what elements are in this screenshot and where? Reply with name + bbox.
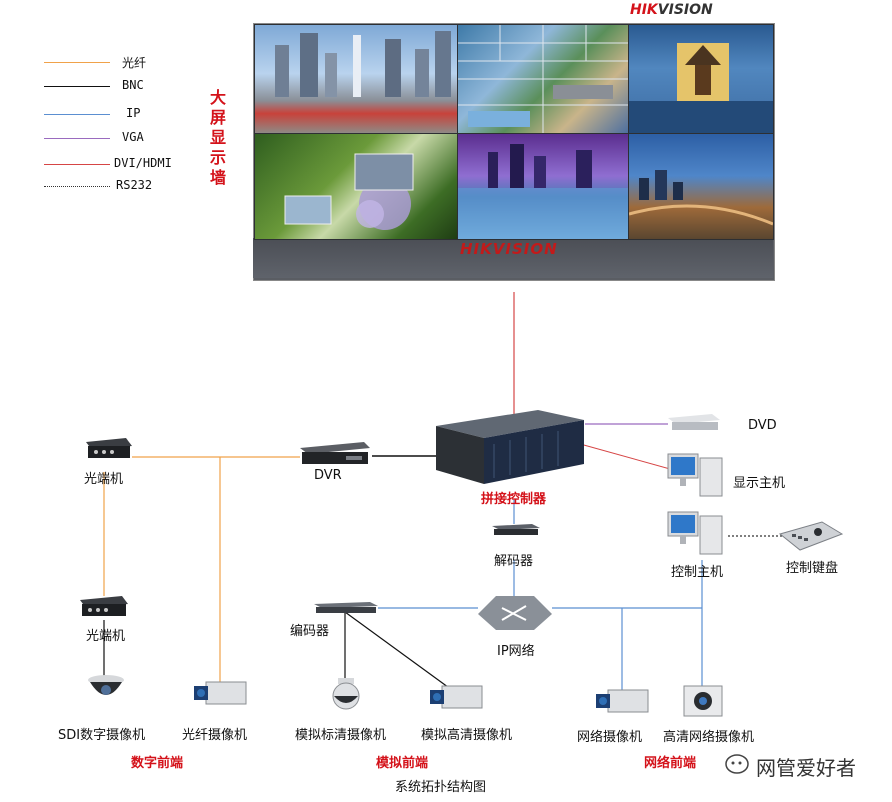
control-keyboard-icon bbox=[778, 521, 844, 551]
optical-terminal-icon bbox=[80, 596, 128, 616]
hd-network-camera-label: 高清网络摄像机 bbox=[663, 730, 755, 745]
logo-vision-text: VISION bbox=[657, 2, 713, 18]
wall-panel-flower bbox=[254, 133, 458, 240]
control-host-icon bbox=[667, 511, 723, 555]
legend-label: BNC bbox=[122, 78, 144, 92]
bridge-skyline-image bbox=[629, 170, 773, 226]
ip-network-label: IP网络 bbox=[497, 644, 535, 659]
sdi-camera-label: SDI数字摄像机 bbox=[58, 728, 146, 743]
group-label-network: 网络前端 bbox=[644, 756, 697, 771]
splicing-controller-icon bbox=[436, 410, 584, 484]
wall-panel-pavilion bbox=[628, 24, 774, 134]
box-camera-icon bbox=[194, 681, 247, 705]
logo-hik-text: HIK bbox=[630, 2, 658, 18]
network-camera-icon bbox=[596, 689, 649, 713]
dome-camera-icon bbox=[88, 675, 124, 695]
legend-label: DVI/HDMI bbox=[114, 156, 172, 170]
decoder-icon bbox=[492, 524, 540, 535]
splicing-controller-label: 拼接控制器 bbox=[481, 492, 547, 507]
purple-city-image bbox=[458, 144, 628, 239]
group-label-digital: 数字前端 bbox=[131, 756, 184, 771]
mosaic-thumbnails-image bbox=[458, 25, 628, 133]
display-host-label: 显示主机 bbox=[733, 476, 786, 491]
dvd-label: DVD bbox=[748, 418, 777, 433]
pavilion-night-image bbox=[629, 43, 773, 133]
encoder-label: 编码器 bbox=[290, 624, 330, 639]
legend-item-bnc: BNC bbox=[44, 76, 244, 96]
hd-network-camera-icon bbox=[683, 685, 723, 717]
control-keyboard-label: 控制键盘 bbox=[786, 561, 839, 576]
box-camera-icon bbox=[430, 685, 483, 709]
watermark-text: 网管爱好者 bbox=[756, 756, 856, 780]
ip-network-switch-icon bbox=[478, 596, 552, 630]
display-host-icon bbox=[667, 453, 723, 497]
wechat-icon bbox=[725, 754, 749, 774]
bnc-line-hd-analog bbox=[344, 611, 453, 691]
flower-overlay-image bbox=[284, 153, 414, 230]
legend-swatch bbox=[44, 164, 110, 165]
network-camera-label: 网络摄像机 bbox=[577, 730, 643, 745]
dvd-icon bbox=[668, 414, 720, 430]
decoder-label: 解码器 bbox=[494, 554, 534, 569]
dvr-icon bbox=[300, 442, 370, 464]
legend-label: VGA bbox=[122, 130, 144, 144]
video-wall-title: 大屏显示墙 bbox=[209, 88, 226, 187]
wall-panel-purple-city bbox=[457, 133, 629, 240]
dvr-label: DVR bbox=[314, 468, 342, 483]
wall-panel-bridge bbox=[628, 133, 774, 240]
legend-swatch bbox=[44, 62, 110, 63]
legend-label: 光纤 bbox=[122, 56, 147, 70]
wall-panel-city bbox=[254, 24, 458, 134]
legend-label: RS232 bbox=[116, 178, 153, 192]
legend-swatch bbox=[44, 114, 110, 115]
analog-hd-camera-label: 模拟高清摄像机 bbox=[421, 728, 513, 743]
legend-label: IP bbox=[126, 106, 141, 120]
fiber-camera-label: 光纤摄像机 bbox=[182, 728, 248, 743]
legend-item-ip: IP bbox=[44, 104, 244, 124]
optical-terminal-1-label: 光端机 bbox=[84, 472, 124, 487]
wall-panel-mosaic bbox=[457, 24, 629, 134]
analog-sd-camera-label: 模拟标清摄像机 bbox=[295, 728, 387, 743]
legend-item-dvi-hdmi: DVI/HDMI bbox=[44, 154, 244, 174]
hikvision-logo: HIKVISION bbox=[630, 2, 713, 18]
legend-item-vga: VGA bbox=[44, 128, 244, 148]
control-host-label: 控制主机 bbox=[671, 565, 724, 580]
optical-terminal-icon bbox=[86, 438, 132, 458]
optical-terminal-2-label: 光端机 bbox=[86, 629, 126, 644]
video-wall-base bbox=[253, 238, 773, 278]
diagram-caption: 系统拓扑结构图 bbox=[395, 780, 487, 795]
legend-item-fiber: 光纤 bbox=[44, 52, 244, 72]
legend-swatch bbox=[44, 138, 110, 139]
legend-swatch bbox=[44, 186, 110, 187]
legend-swatch bbox=[44, 86, 110, 87]
city-skyline-image bbox=[275, 31, 451, 97]
group-label-analog: 模拟前端 bbox=[376, 756, 429, 771]
encoder-icon bbox=[314, 602, 378, 613]
wall-hikvision-logo: HIKVISION bbox=[460, 240, 558, 258]
legend-item-rs232: RS232 bbox=[44, 176, 244, 196]
ptz-camera-icon bbox=[332, 678, 360, 710]
